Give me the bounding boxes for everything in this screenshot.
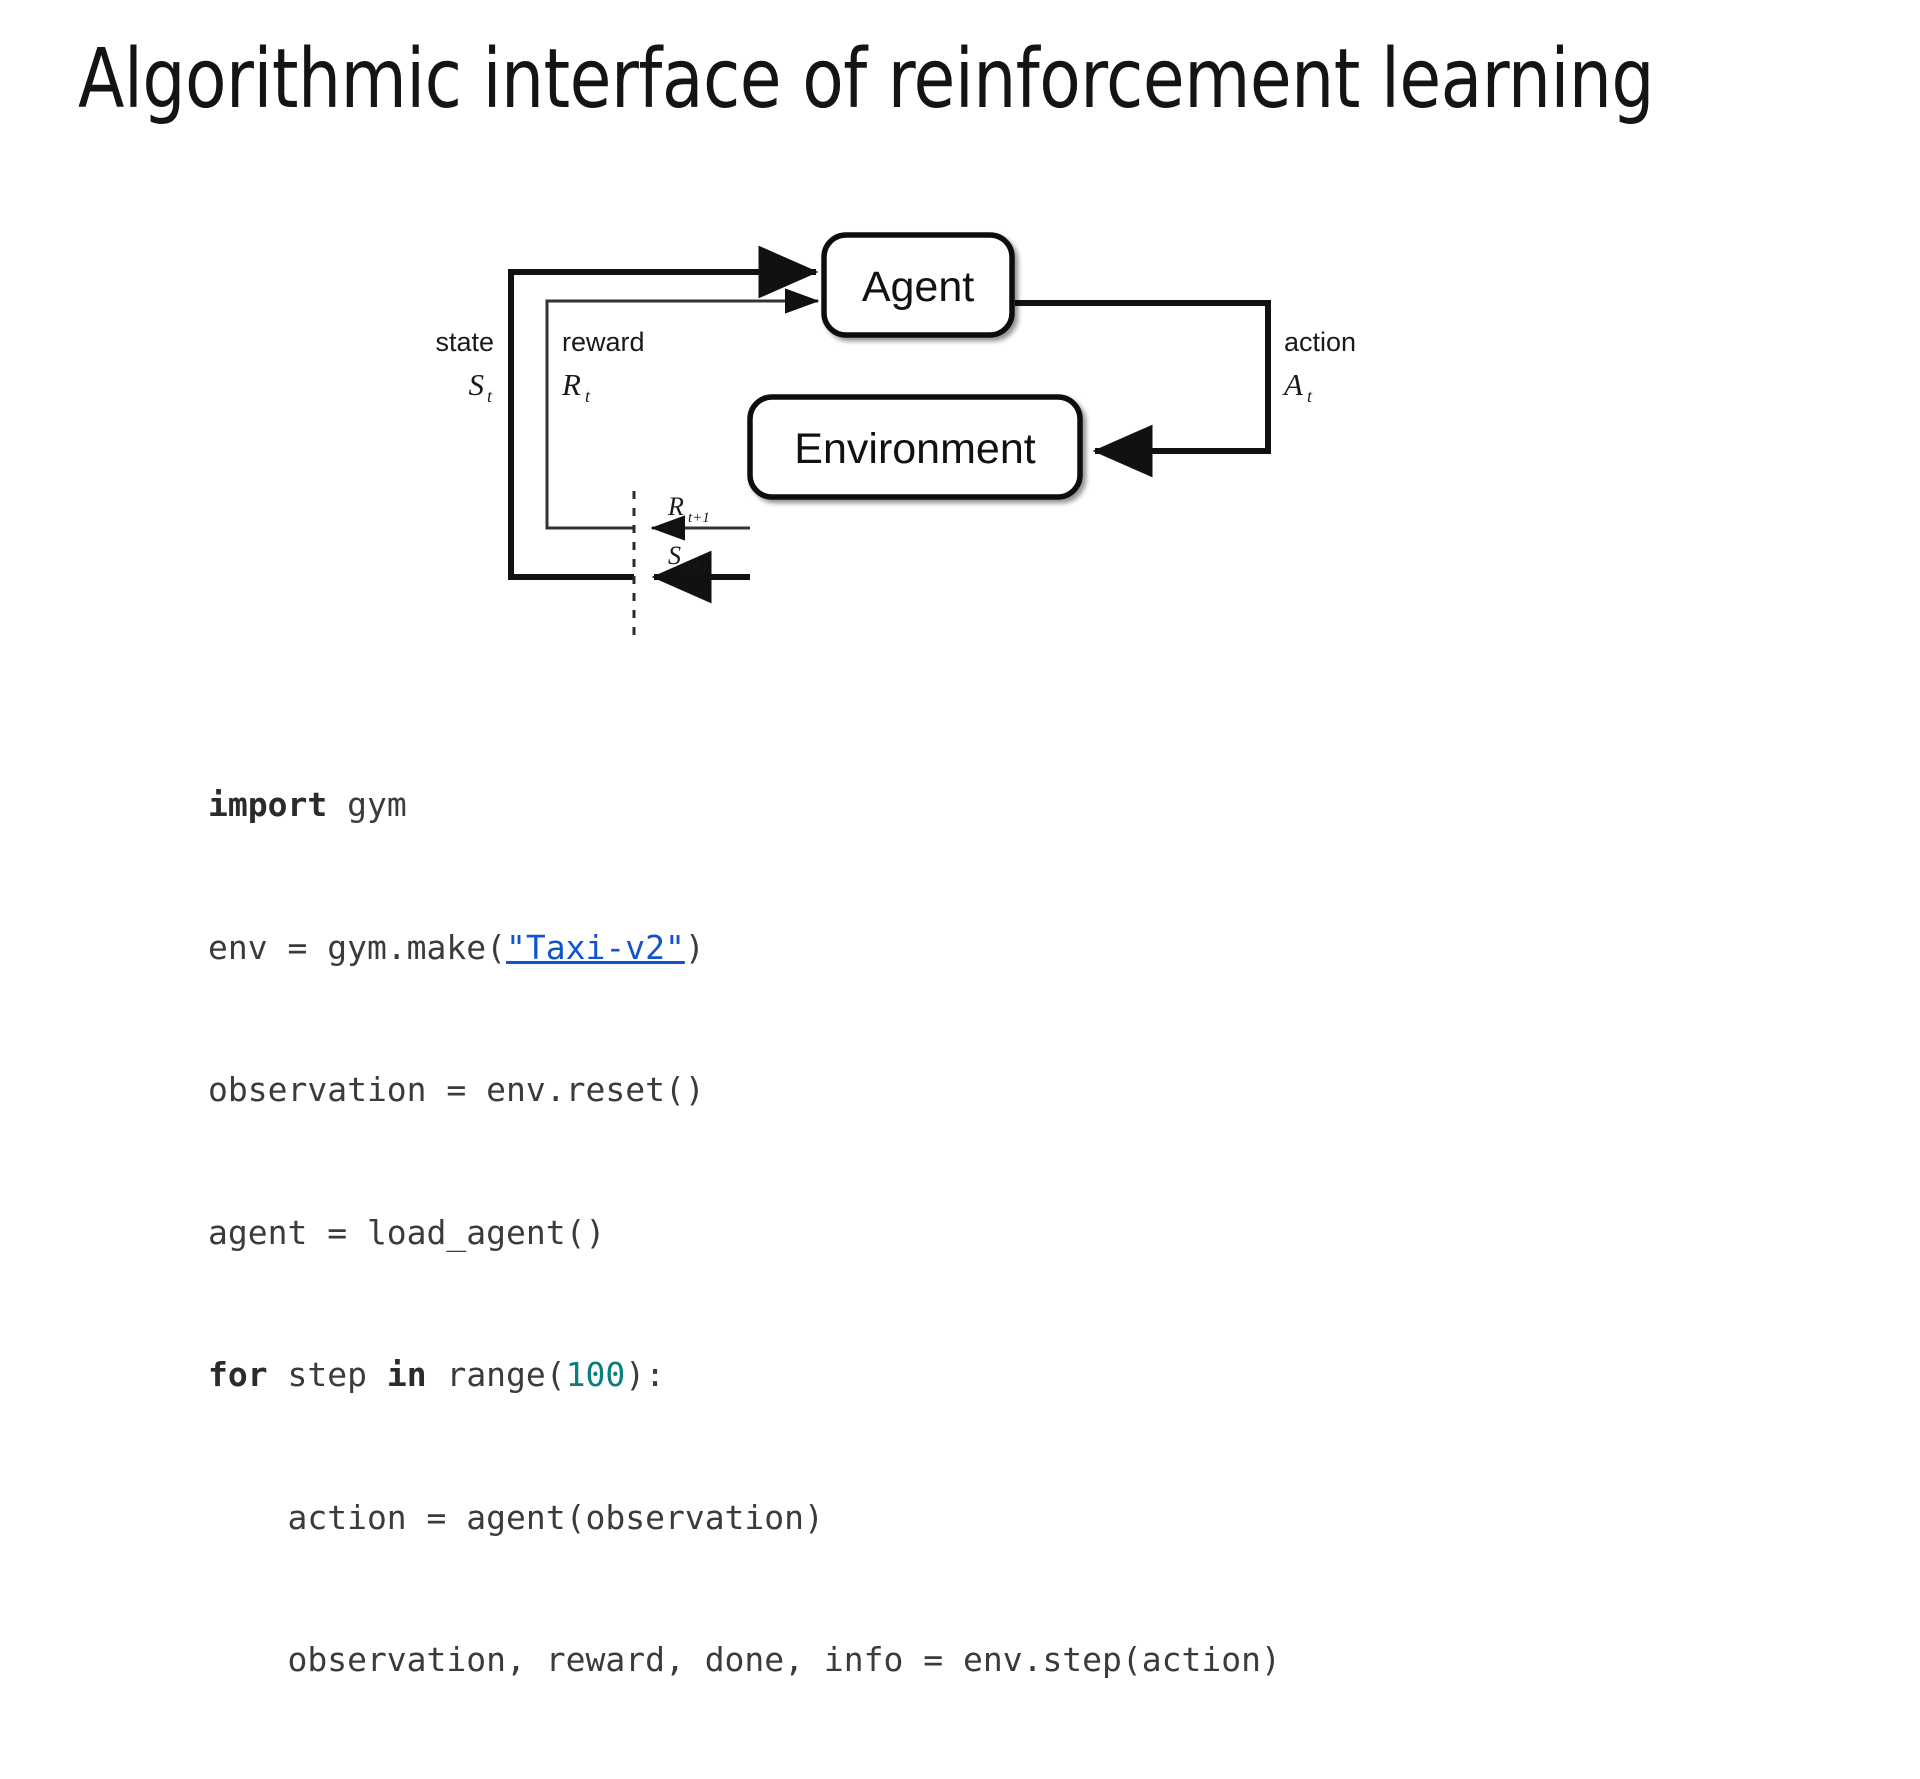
edge-state (508, 245, 819, 580)
slide-root: Algorithmic interface of reinforcement l… (0, 32, 1920, 1679)
label-state-subscript: t (487, 386, 493, 406)
label-action: action A t (1282, 327, 1356, 406)
label-state-word: state (435, 327, 494, 357)
page-title: Algorithmic interface of reinforcement l… (78, 32, 1655, 127)
code-token-plain: observation = env.reset() (208, 1070, 705, 1109)
code-line-l2: env = gym.make("Taxi-v2") (208, 924, 1281, 972)
label-state-next-subscript: t+1 (687, 559, 709, 575)
node-environment[interactable]: Environment (747, 394, 1083, 500)
node-agent[interactable]: Agent (821, 232, 1015, 338)
code-line-l4: agent = load_agent() (208, 1209, 1281, 1257)
rl-loop-diagram: Agent Environment state S t reward R t (0, 215, 1920, 635)
code-token-plain: env = gym.make( (208, 927, 507, 967)
code-line-l5: for step in range(100): (208, 1351, 1281, 1399)
edge-action (1015, 300, 1271, 478)
code-line-l7: observation, reward, done, info = env.st… (208, 1636, 1281, 1684)
code-token-kw: in (386, 1355, 427, 1394)
code-token-plain: ) (684, 927, 705, 967)
code-line-l1: import gym (208, 781, 1281, 829)
code-link-token[interactable]: "Taxi-v2" (506, 927, 685, 967)
label-action-word: action (1284, 327, 1356, 357)
code-token-plain: step (267, 1355, 387, 1394)
code-token-num: 100 (565, 1355, 626, 1394)
label-state-next-symbol: S (668, 541, 681, 570)
label-reward-symbol: R (561, 367, 581, 402)
code-token-kw: for (208, 1355, 268, 1394)
label-reward-next-symbol: R (667, 492, 684, 521)
node-environment-label: Environment (794, 425, 1035, 473)
label-reward-word: reward (562, 327, 645, 357)
code-token-plain: ): (625, 1355, 666, 1394)
edge-reward (545, 288, 820, 530)
code-token-kw: import (208, 785, 328, 824)
code-token-plain: action = agent(observation) (208, 1497, 824, 1537)
code-line-l3: observation = env.reset() (208, 1066, 1281, 1114)
node-agent-label: Agent (862, 263, 974, 311)
label-state-symbol: S (469, 367, 485, 402)
label-reward-next: R t+1 (667, 492, 710, 526)
label-action-subscript: t (1307, 386, 1313, 406)
label-state: state S t (435, 327, 494, 406)
label-reward: reward R t (561, 327, 645, 406)
code-token-plain: agent = load_agent() (208, 1212, 606, 1252)
code-block: import gym env = gym.make("Taxi-v2") obs… (208, 686, 1281, 1779)
label-reward-next-subscript: t+1 (688, 510, 710, 526)
label-reward-subscript: t (585, 386, 591, 406)
label-state-next: S t+1 (668, 541, 709, 575)
code-token-plain: range( (426, 1355, 566, 1394)
code-token-plain: observation, reward, done, info = env.st… (208, 1640, 1281, 1679)
label-action-symbol: A (1282, 367, 1304, 402)
code-token-plain: gym (327, 785, 407, 824)
code-line-l6: action = agent(observation) (208, 1494, 1281, 1542)
